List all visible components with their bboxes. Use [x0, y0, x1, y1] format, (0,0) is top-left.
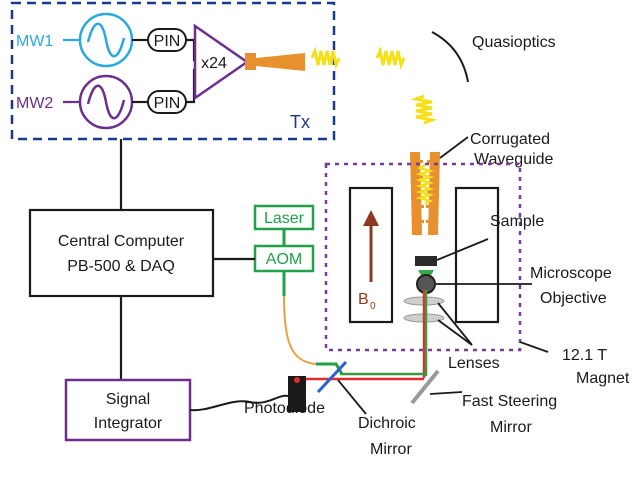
steering-label-2: Mirror: [490, 419, 532, 436]
lens-pointer-1: [437, 302, 473, 346]
photodiode-icon: [288, 376, 306, 412]
integrator-label-2: Integrator: [94, 415, 163, 432]
photodiode-label: Photodiode: [244, 400, 325, 417]
horn-flange: [245, 53, 256, 70]
mw2-sine-icon: [86, 84, 126, 120]
b0-subscript: 0: [370, 301, 376, 312]
quasioptics-mirror: [431, 31, 469, 83]
steering-pointer: [429, 391, 463, 395]
microscope-label-1: Microscope: [530, 265, 612, 282]
computer-label-1: Central Computer: [58, 233, 185, 250]
quasioptics-label: Quasioptics: [472, 34, 556, 51]
lenses-label: Lenses: [448, 355, 500, 372]
magnet-label-1: 12.1 T: [562, 347, 607, 364]
photodiode-aperture: [294, 377, 300, 383]
integrator-label-1: Signal: [106, 391, 150, 408]
waveguide-right-wall: [428, 152, 440, 235]
mmwave-spring-3: [410, 94, 438, 125]
tx-box: [10, 1, 336, 141]
pin-2-label: PIN: [154, 95, 181, 112]
mw2-label: MW2: [16, 95, 53, 112]
waveguide-pointer: [439, 136, 469, 159]
fiber-green-end: [316, 362, 344, 375]
sample-pointer: [436, 238, 489, 261]
magnet-coil-right: [454, 186, 500, 324]
mmwave-spring-1: [310, 46, 341, 70]
magnet-pointer: [519, 341, 549, 353]
dichroic-label-1: Dichroic: [358, 415, 416, 432]
pin-1-label: PIN: [154, 33, 181, 50]
laser-label: Laser: [264, 210, 305, 227]
waveguide-label-2: Waveguide: [474, 151, 554, 168]
lens-pointer-2: [437, 319, 473, 346]
steering-mirror-icon: [410, 369, 440, 405]
mw1-sine-icon: [86, 22, 126, 58]
optical-fiber: [283, 295, 317, 365]
central-computer-box: [28, 208, 215, 298]
dichroic-pointer: [337, 379, 367, 415]
microscope-label-2: Objective: [540, 290, 607, 307]
b0-arrow-icon: [363, 210, 379, 226]
dichroic-mirror-icon: [316, 360, 348, 394]
b0-label: B: [358, 291, 369, 308]
steering-label-1: Fast Steering: [462, 393, 557, 410]
tx-label: Tx: [290, 112, 310, 132]
waveguide-spring: [415, 163, 435, 206]
waveguide-label-1: Corrugated: [470, 131, 550, 148]
aom-label: AOM: [266, 251, 302, 268]
dichroic-label-2: Mirror: [370, 441, 412, 458]
sample-block: [415, 256, 437, 266]
photodiode-cable: [189, 394, 289, 412]
sample-label: Sample: [490, 213, 544, 230]
amplifier-icon: [193, 23, 250, 101]
amplifier-label: x24: [201, 55, 227, 72]
waveguide-left-wall: [410, 152, 422, 235]
aom-box: [253, 244, 315, 273]
computer-label-2: PB-500 & DAQ: [67, 258, 175, 275]
mmwave-spring-2: [375, 46, 406, 70]
magnet-label-2: Magnet: [576, 370, 630, 387]
horn-antenna-icon: [256, 53, 305, 71]
mw1-label: MW1: [16, 33, 53, 50]
